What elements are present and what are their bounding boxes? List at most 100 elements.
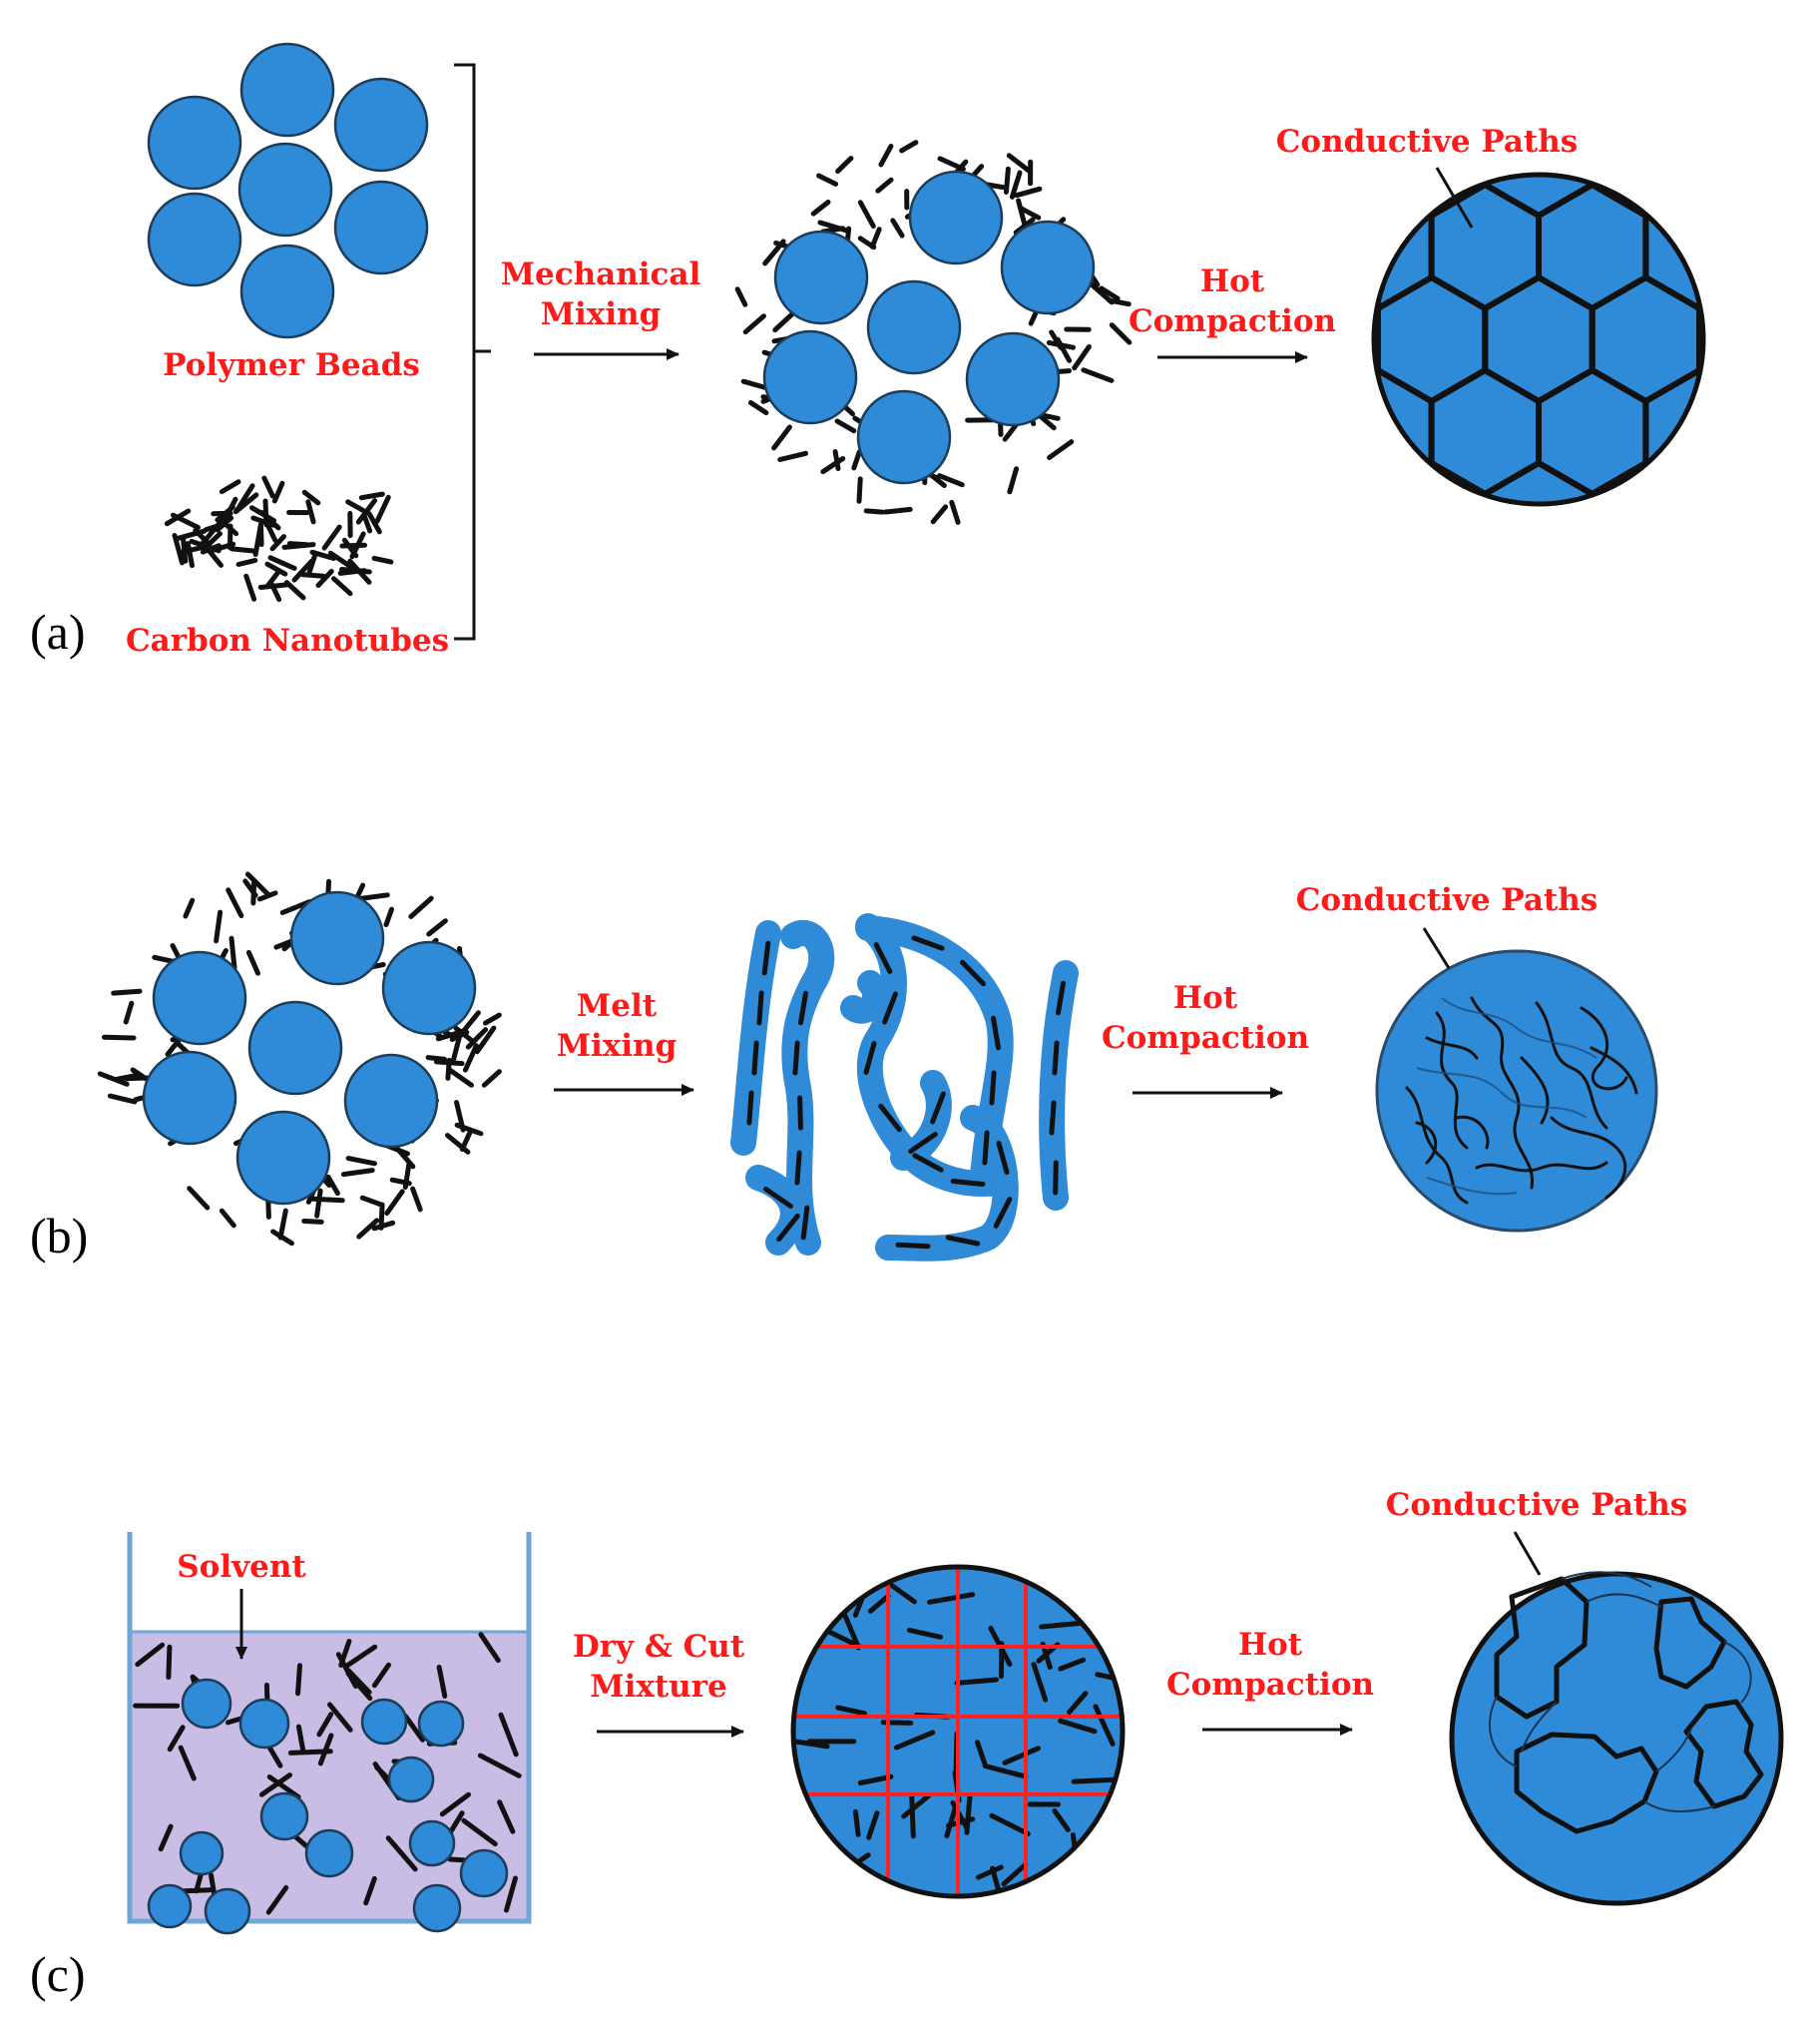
nanotube: [794, 1150, 802, 1186]
nanotube: [911, 935, 945, 951]
nanotube: [1003, 166, 1011, 195]
polymer-bead: [459, 1848, 509, 1898]
hex-cell: [1485, 649, 1592, 772]
nanotube: [250, 515, 276, 528]
nanotube: [982, 1764, 1029, 1779]
thin-network: [1488, 1571, 1752, 1812]
hex-cell: [1539, 556, 1645, 680]
nanotube: [187, 1186, 211, 1211]
nanotube: [1002, 1746, 1041, 1765]
conductive-paths-label: Conductive Paths: [1386, 1487, 1687, 1523]
nanotube: [301, 1219, 324, 1225]
nanotube: [309, 549, 336, 561]
nanotube: [181, 544, 207, 555]
hex-cell: [1271, 649, 1378, 772]
polymer-beads: [147, 1678, 509, 1935]
nanotube: [295, 1724, 306, 1754]
panel-b: (b) Melt Mixing Hot Compaction: [30, 871, 1658, 1263]
nanotube: [776, 1213, 800, 1243]
nanotube: [742, 313, 766, 335]
nanotube: [1099, 285, 1121, 301]
nanotube: [976, 1864, 1004, 1880]
nanotube: [1039, 1620, 1089, 1630]
carbon-nanotubes-label: Carbon Nanotubes: [126, 623, 449, 659]
nanotube: [857, 200, 876, 230]
nanotube: [371, 1662, 391, 1689]
panel-c: Solvent (c) Dry & Cut Mixture Hot Compac…: [30, 1487, 1784, 2002]
nanotube: [810, 200, 831, 217]
pointer-line: [1513, 1531, 1542, 1576]
hex-cell: [1589, 459, 1703, 504]
nanotube: [356, 1218, 380, 1240]
nanotube: [504, 1875, 518, 1913]
hex-cell: [1485, 0, 1592, 30]
nanotube: [321, 524, 342, 551]
hex-cell: [1057, 92, 1163, 216]
nanotube: [261, 475, 275, 499]
nanotube: [235, 558, 258, 567]
nanotube: [206, 531, 223, 548]
nanotube: [1081, 367, 1115, 383]
embedded-nanotubes: [746, 935, 1066, 1250]
nanotube: [875, 177, 894, 194]
hex-cell: [1753, 370, 1820, 494]
nanotube: [189, 539, 222, 554]
polymer-bead: [152, 950, 247, 1046]
nanotube: [363, 1875, 377, 1906]
nanotube: [392, 1143, 416, 1170]
nanotube: [271, 480, 285, 504]
nanotube: [295, 1663, 302, 1697]
nanotube: [483, 1012, 502, 1026]
nanotube: [869, 227, 882, 250]
nanotube: [185, 541, 195, 569]
nanotube: [894, 1730, 936, 1751]
nanotube: [410, 1186, 423, 1213]
nanotube: [820, 456, 846, 475]
hex-cell: [1482, 459, 1595, 504]
hex-cell: [1057, 0, 1163, 30]
nanotube: [408, 895, 434, 919]
nanotube: [461, 1010, 481, 1033]
nanotube: [1084, 1581, 1105, 1604]
polymer-bead: [412, 1883, 462, 1933]
nanotube: [1085, 1829, 1093, 1870]
hex-cell: [1807, 463, 1820, 587]
disc-outline: [1371, 172, 1706, 507]
step-label-dry-cut: Dry & Cut: [573, 1629, 745, 1665]
nanotube: [1049, 1100, 1057, 1136]
nanotube: [1109, 322, 1133, 345]
nanotube: [945, 1235, 981, 1247]
nanotube: [901, 1792, 932, 1819]
nanotube: [851, 449, 862, 471]
carbon-nanotubes-cluster: [164, 475, 394, 603]
nanotube: [267, 555, 297, 571]
nanotube: [214, 909, 224, 944]
polymer-bead: [866, 279, 962, 375]
nanotube: [991, 1015, 1001, 1051]
polymer-bead: [965, 331, 1061, 427]
nanotube: [243, 573, 257, 602]
nanotube: [944, 1803, 959, 1838]
nanotube: [1007, 466, 1020, 495]
hex-cell: [1696, 273, 1703, 405]
solvent-beaker: Solvent: [127, 1532, 532, 1935]
nanotube: [355, 498, 378, 525]
pointer-line: [1435, 167, 1474, 229]
hex-cell: [1753, 0, 1820, 123]
nanotube: [366, 511, 382, 535]
nanotube: [325, 1174, 340, 1197]
nanotube: [899, 140, 919, 154]
mixed-cluster-b: [97, 871, 502, 1247]
hex-cell: [1807, 277, 1820, 401]
nanotube: [315, 569, 334, 588]
nanotube: [356, 892, 390, 902]
conductive-paths-label: Conductive Paths: [1276, 124, 1578, 160]
hex-cell: [1057, 463, 1163, 587]
nanotube: [436, 1664, 448, 1699]
segregated-conductive-network: [1494, 1576, 1764, 1834]
nanotube: [478, 1632, 501, 1664]
panel-c-letter: (c): [30, 1946, 86, 2002]
hex-cell: [1163, 463, 1270, 587]
nanotube: [459, 1127, 474, 1152]
nanotube: [453, 1025, 476, 1044]
